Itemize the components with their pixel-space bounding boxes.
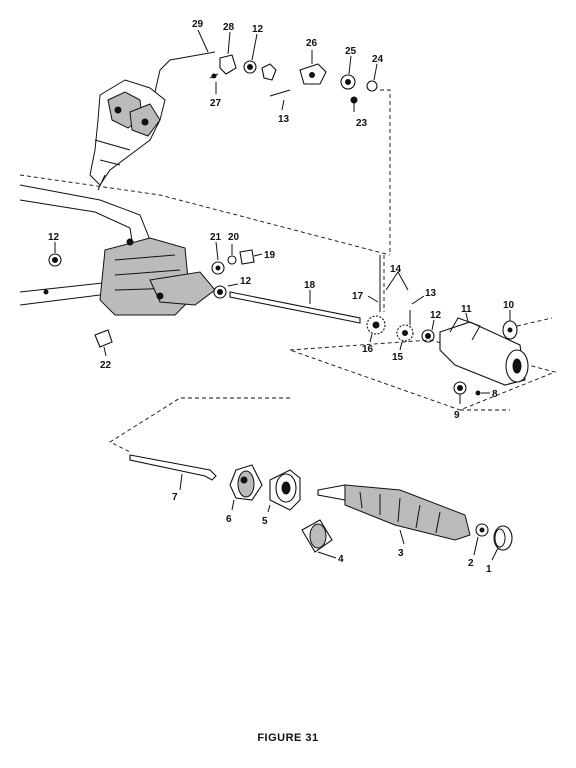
part-14-pins: 14 xyxy=(379,255,409,312)
part-22-bushing: 22 xyxy=(94,329,113,371)
top-guide-line xyxy=(380,89,391,255)
callout-1: 1 xyxy=(486,564,492,575)
part-10-washer: 10 xyxy=(502,300,553,340)
part-7-rod: 7 xyxy=(129,454,217,503)
part-6-collar: 6 xyxy=(226,464,263,525)
callout-6: 6 xyxy=(226,514,232,525)
part-5-bell: 5 xyxy=(262,469,301,527)
callout-19: 19 xyxy=(264,250,276,261)
part-19-bolt: 19 xyxy=(239,249,276,265)
callout-12-top: 12 xyxy=(252,24,264,35)
callout-2: 2 xyxy=(468,558,474,569)
part-18-shaft: 18 xyxy=(229,280,361,324)
callout-8: 8 xyxy=(492,389,498,400)
callout-17: 17 xyxy=(352,291,364,302)
part-12-nut-middle: 12 xyxy=(213,276,252,299)
part-28-clip: 28 xyxy=(219,22,237,75)
part-12-nut-left: 12 xyxy=(48,232,62,267)
part-20-washer: 20 xyxy=(227,232,240,265)
callout-4: 4 xyxy=(338,554,344,565)
callout-18: 18 xyxy=(304,280,316,291)
callout-16: 16 xyxy=(362,344,374,355)
part-4-ring: 4 xyxy=(301,519,344,565)
part-3-handle: 3 xyxy=(317,484,471,559)
callout-27: 27 xyxy=(210,98,222,109)
callout-12-left: 12 xyxy=(48,232,60,243)
part-25-washer: 25 xyxy=(340,46,357,90)
part-9-nut: 9 xyxy=(453,381,467,421)
part-13-pin-top: 13 xyxy=(261,63,291,125)
part-29-linkage-rod: 29 xyxy=(154,19,216,93)
callout-13-top: 13 xyxy=(278,114,290,125)
callout-15: 15 xyxy=(392,352,404,363)
part-1-cap: 1 xyxy=(486,525,513,575)
callout-24: 24 xyxy=(372,54,384,65)
part-26-clevis: 26 xyxy=(299,38,327,85)
callout-7: 7 xyxy=(172,492,178,503)
callout-11: 11 xyxy=(461,304,472,315)
callout-5: 5 xyxy=(262,516,268,527)
part-21-washer: 21 xyxy=(210,232,225,275)
callout-28: 28 xyxy=(223,22,235,33)
callout-23: 23 xyxy=(356,118,368,129)
callout-14: 14 xyxy=(390,264,402,275)
part-12-nut-top: 12 xyxy=(243,24,264,74)
callout-29: 29 xyxy=(192,19,204,30)
callout-13-middle: 13 xyxy=(425,288,437,299)
callout-12-right: 12 xyxy=(430,310,442,321)
part-24-nut: 24 xyxy=(366,54,384,92)
callout-20: 20 xyxy=(228,232,240,243)
callout-10: 10 xyxy=(503,300,515,311)
part-2-washer: 2 xyxy=(468,523,489,569)
part-11-housing: 11 xyxy=(289,304,557,411)
part-12-nut-right: 12 xyxy=(421,310,442,343)
callout-22: 22 xyxy=(100,360,112,371)
part-23-screw: 23 xyxy=(350,96,368,129)
part-15-gear: 15 xyxy=(392,324,414,363)
lower-guide-line xyxy=(109,397,510,453)
part-16-gear: 16 xyxy=(362,315,386,355)
callout-21: 21 xyxy=(210,232,222,243)
callout-25: 25 xyxy=(345,46,357,57)
part-27-pin: 27 xyxy=(209,73,222,109)
figure-caption: FIGURE 31 xyxy=(257,732,319,744)
callout-3: 3 xyxy=(398,548,404,559)
callout-9: 9 xyxy=(454,410,460,421)
part-13-pin-middle: 13 xyxy=(409,288,437,325)
part-8-pin: 8 xyxy=(475,389,498,400)
callout-12-middle: 12 xyxy=(240,276,252,287)
callout-26: 26 xyxy=(306,38,318,49)
upper-mechanism-assembly xyxy=(89,79,166,191)
frame-bracket xyxy=(19,174,391,316)
part-17-pin: 17 xyxy=(352,291,379,303)
